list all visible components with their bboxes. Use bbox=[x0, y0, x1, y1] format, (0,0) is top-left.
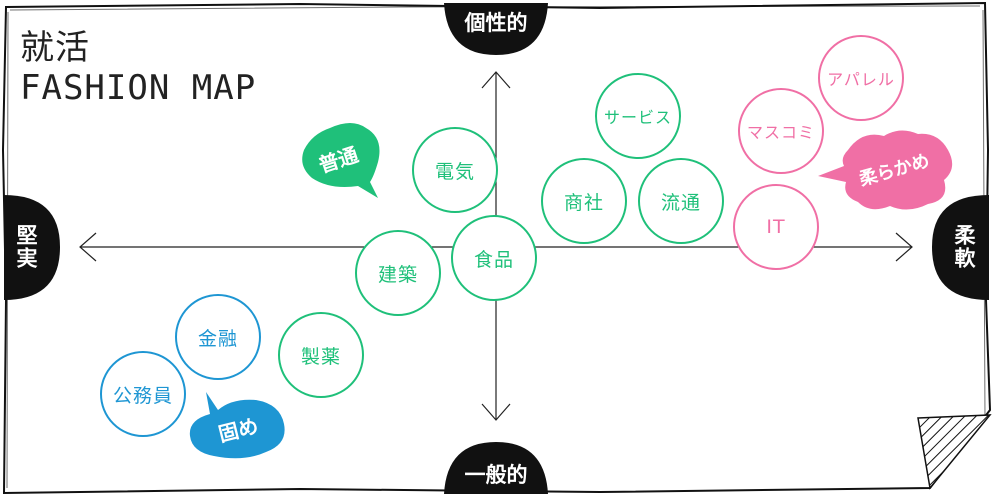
axis-label-left: 堅実 bbox=[14, 224, 38, 270]
industry-circle: 流通 bbox=[638, 158, 724, 244]
industry-circle: サービス bbox=[595, 73, 681, 159]
bubble-normal bbox=[302, 123, 380, 198]
arrow-left-icon bbox=[79, 232, 97, 262]
folded-corner bbox=[917, 414, 992, 490]
axis-label-top: 個性的 bbox=[464, 11, 528, 35]
axis-blob-bottom bbox=[444, 442, 548, 494]
map-title: 就活 FASHION MAP bbox=[20, 28, 256, 108]
industry-circle: 電気 bbox=[412, 127, 498, 213]
bubble-firm bbox=[189, 392, 285, 459]
axis-label-bottom: 一般的 bbox=[464, 463, 528, 487]
axis-label-right: 柔軟 bbox=[952, 224, 976, 270]
arrow-right-icon bbox=[895, 232, 913, 262]
arrow-down-icon bbox=[481, 403, 511, 421]
title-line-1: 就活 bbox=[20, 28, 90, 68]
industry-circle: IT bbox=[733, 184, 819, 270]
industry-circle: 製薬 bbox=[278, 312, 364, 398]
arrow-up-icon bbox=[481, 71, 511, 89]
axis-blob-right bbox=[932, 195, 989, 300]
industry-circle: マスコミ bbox=[738, 88, 824, 174]
title-line-2: FASHION MAP bbox=[20, 68, 257, 108]
industry-circle: 食品 bbox=[451, 215, 537, 301]
axis-blob-left bbox=[4, 195, 60, 300]
industry-circle: 公務員 bbox=[100, 351, 186, 437]
bubble-soft bbox=[818, 130, 953, 210]
axis-blob-top bbox=[444, 3, 548, 55]
industry-circle: アパレル bbox=[818, 35, 904, 121]
industry-circle: 建築 bbox=[355, 230, 441, 316]
industry-circle: 商社 bbox=[541, 158, 627, 244]
industry-circle: 金融 bbox=[175, 294, 261, 380]
